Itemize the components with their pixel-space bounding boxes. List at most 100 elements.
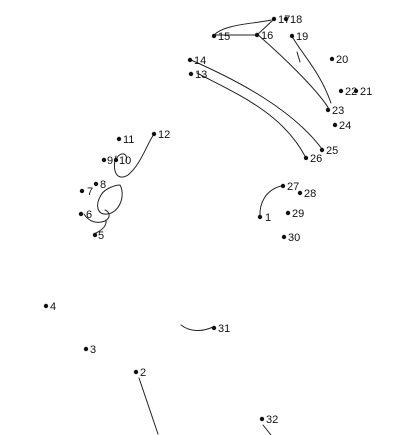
dot-8: 8 — [93, 179, 106, 191]
dot-marker — [211, 325, 217, 331]
dot-number-label: 26 — [310, 153, 322, 165]
dot-marker — [271, 16, 277, 22]
dot-21: 21 — [353, 86, 372, 98]
dot-number-label: 12 — [158, 129, 170, 141]
dot-number-label: 2 — [140, 367, 146, 379]
dot-7: 7 — [79, 186, 93, 198]
dot-9: 9 — [101, 155, 113, 167]
dot-5: 5 — [92, 230, 104, 242]
dot-25: 25 — [319, 145, 338, 157]
dot-marker — [93, 181, 99, 187]
dot-marker — [187, 57, 193, 63]
dot-6: 6 — [78, 209, 92, 221]
dot-number-label: 21 — [360, 86, 372, 98]
dot-16: 16 — [254, 30, 273, 42]
dot-number-label: 25 — [326, 145, 338, 157]
stroke-loop-6 — [83, 209, 110, 223]
dot-31: 31 — [211, 323, 230, 335]
numbered-dots: 1234567891011121314151617181920212223242… — [43, 14, 372, 426]
dot-number-label: 19 — [296, 31, 308, 43]
dot-number-label: 30 — [288, 232, 300, 244]
dot-number-label: 31 — [218, 323, 230, 335]
dot-marker — [116, 136, 122, 142]
dot-number-label: 22 — [345, 86, 357, 98]
stroke-17-16 — [255, 19, 274, 37]
dot-marker — [113, 157, 119, 163]
dot-2: 2 — [133, 367, 146, 379]
dot-number-label: 10 — [119, 155, 131, 167]
dot-marker — [280, 183, 286, 189]
dot-number-label: 4 — [50, 301, 56, 313]
dot-27: 27 — [280, 181, 299, 193]
dot-number-label: 6 — [86, 209, 92, 221]
dot-marker — [43, 303, 49, 309]
dot-number-label: 9 — [107, 155, 113, 167]
dot-marker — [101, 157, 107, 163]
dot-number-label: 32 — [266, 414, 278, 426]
stroke-loop-8 — [97, 184, 123, 215]
stroke-14-25 — [190, 59, 323, 150]
dot-marker — [297, 190, 303, 196]
dot-number-label: 28 — [304, 188, 316, 200]
stroke-near-2 — [138, 377, 159, 435]
dot-marker — [332, 122, 338, 128]
dot-marker — [211, 33, 217, 39]
dot-marker — [151, 131, 157, 137]
dot-marker — [285, 210, 291, 216]
dot-marker — [79, 188, 85, 194]
dot-marker — [254, 32, 260, 38]
dot-1: 1 — [257, 212, 271, 224]
stroke-tick-19 — [296, 51, 301, 63]
dot-number-label: 27 — [287, 181, 299, 193]
dot-30: 30 — [281, 232, 300, 244]
dot-22: 22 — [338, 86, 357, 98]
dot-marker — [338, 88, 344, 94]
dot-26: 26 — [303, 153, 322, 165]
dot-marker — [257, 214, 263, 220]
dot-number-label: 14 — [194, 55, 206, 67]
dot-number-label: 1 — [265, 212, 271, 224]
dot-number-label: 16 — [261, 30, 273, 42]
dot-18: 18 — [283, 14, 302, 26]
dot-19: 19 — [289, 31, 308, 43]
stroke-tail-5 — [95, 219, 107, 234]
dot-marker — [188, 71, 194, 77]
dot-number-label: 15 — [218, 31, 230, 43]
stroke-16-23 — [256, 33, 330, 110]
dot-number-label: 18 — [290, 14, 302, 26]
dot-number-label: 7 — [87, 186, 93, 198]
dot-11: 11 — [116, 134, 134, 146]
dot-marker — [353, 88, 359, 94]
dot-marker — [303, 155, 309, 161]
dot-number-label: 24 — [339, 120, 351, 132]
dot-20: 20 — [329, 54, 348, 66]
dot-4: 4 — [43, 301, 56, 313]
dot-marker — [83, 346, 89, 352]
stroke-13-26 — [196, 72, 307, 159]
dot-marker — [78, 211, 84, 217]
dot-32: 32 — [259, 414, 278, 426]
dot-3: 3 — [83, 344, 96, 356]
dot-number-label: 5 — [98, 230, 104, 242]
stroke-15-17 — [213, 19, 272, 36]
dot-marker — [259, 416, 265, 422]
dot-marker — [283, 16, 289, 22]
dot-marker — [329, 56, 335, 62]
dot-12: 12 — [151, 129, 170, 141]
dot-marker — [319, 147, 325, 153]
stroke-near-1 — [259, 185, 282, 218]
dot-marker — [325, 107, 331, 113]
dot-number-label: 13 — [195, 69, 207, 81]
dot-number-label: 20 — [336, 54, 348, 66]
dot-28: 28 — [297, 188, 316, 200]
dot-13: 13 — [188, 69, 207, 81]
dot-marker — [289, 33, 295, 39]
dot-number-label: 11 — [123, 134, 134, 146]
dot-24: 24 — [332, 120, 351, 132]
guide-strokes — [83, 19, 332, 435]
dot-number-label: 29 — [292, 208, 304, 220]
dot-number-label: 23 — [332, 105, 344, 117]
stroke-hook-12 — [114, 133, 155, 178]
stroke-near-32 — [262, 424, 272, 435]
dot-number-label: 8 — [100, 179, 106, 191]
